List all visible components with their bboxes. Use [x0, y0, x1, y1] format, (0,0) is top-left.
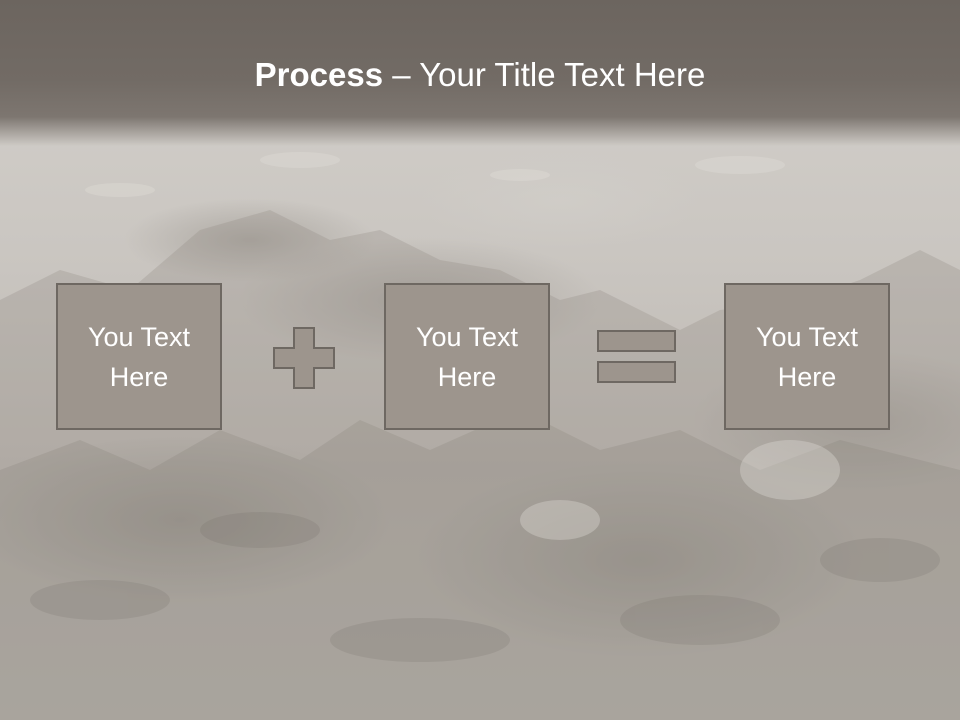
process-step-2: You Text Here — [384, 283, 550, 430]
title-bar — [0, 0, 960, 146]
step-2-label: You Text Here — [415, 321, 519, 392]
equals-icon — [597, 330, 676, 383]
slide-title: Process – Your Title Text Here — [0, 52, 960, 98]
step-3-label: You Text Here — [755, 321, 859, 392]
plus-icon — [273, 327, 335, 389]
process-step-1: You Text Here — [56, 283, 222, 430]
title-bold: Process — [254, 56, 384, 93]
process-step-3: You Text Here — [724, 283, 890, 430]
title-rest: – Your Title Text Here — [383, 56, 706, 93]
step-1-label: You Text Here — [87, 321, 191, 392]
